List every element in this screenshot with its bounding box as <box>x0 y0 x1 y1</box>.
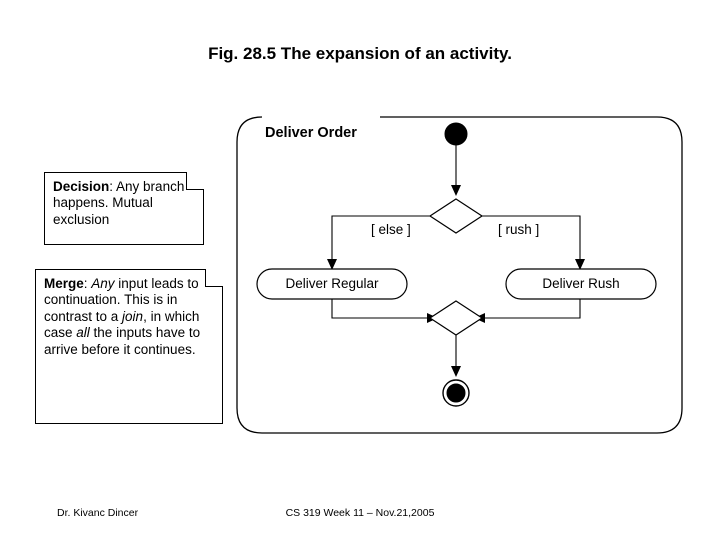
note-merge-part2: input leads to continuation. This is in … <box>44 276 199 324</box>
guard-rush-label: [ rush ] <box>498 222 540 237</box>
note-decision-lead: Decision <box>53 179 110 194</box>
edge-regular-merge <box>331 299 430 319</box>
arrow-decision-regular <box>327 259 337 270</box>
final-node-core <box>446 383 466 403</box>
action-deliver-rush <box>505 268 657 300</box>
decision-diamond <box>428 198 484 234</box>
initial-node <box>444 122 468 146</box>
activity-name-label: Deliver Order <box>265 125 357 141</box>
note-merge-part1: : <box>83 276 92 291</box>
note-fold-corner-icon <box>186 172 204 190</box>
edge-decision-regular <box>331 215 430 262</box>
note-merge-part4: the inputs have to arrive before it cont… <box>44 325 201 357</box>
note-fold-corner-icon <box>205 269 223 287</box>
arrow-decision-rush <box>575 259 585 270</box>
note-decision-text: : Any branch happens. Mutual exclusion <box>53 179 185 227</box>
guard-else-label: [ else ] <box>371 222 411 237</box>
note-merge-lead: Merge <box>44 276 84 291</box>
page-title: Fig. 28.5 The expansion of an activity. <box>208 44 512 63</box>
arrow-merge-final <box>451 366 461 377</box>
merge-diamond <box>428 300 484 336</box>
note-decision: Decision: Any branch happens. Mutual exc… <box>44 172 204 245</box>
activity-boundary <box>236 116 683 434</box>
action-label-deliver-rush: Deliver Rush <box>542 276 620 291</box>
footer-author: Dr. Kivanc Dincer <box>57 507 139 519</box>
note-merge: Merge: Any input leads to continuation. … <box>35 269 223 424</box>
note-merge-part3: , in which case <box>44 308 200 341</box>
activity-name-gap <box>262 110 380 126</box>
note-merge-em2: join <box>122 308 144 324</box>
footer-course: CS 319 Week 11 – Nov.21,2005 <box>285 507 435 519</box>
edge-rush-merge <box>482 299 581 319</box>
arrow-start-decision <box>451 185 461 196</box>
edge-decision-rush <box>482 215 581 262</box>
action-label-deliver-regular: Deliver Regular <box>285 276 379 291</box>
note-merge-em1: Any <box>91 276 115 291</box>
note-merge-em3: all <box>76 325 90 341</box>
